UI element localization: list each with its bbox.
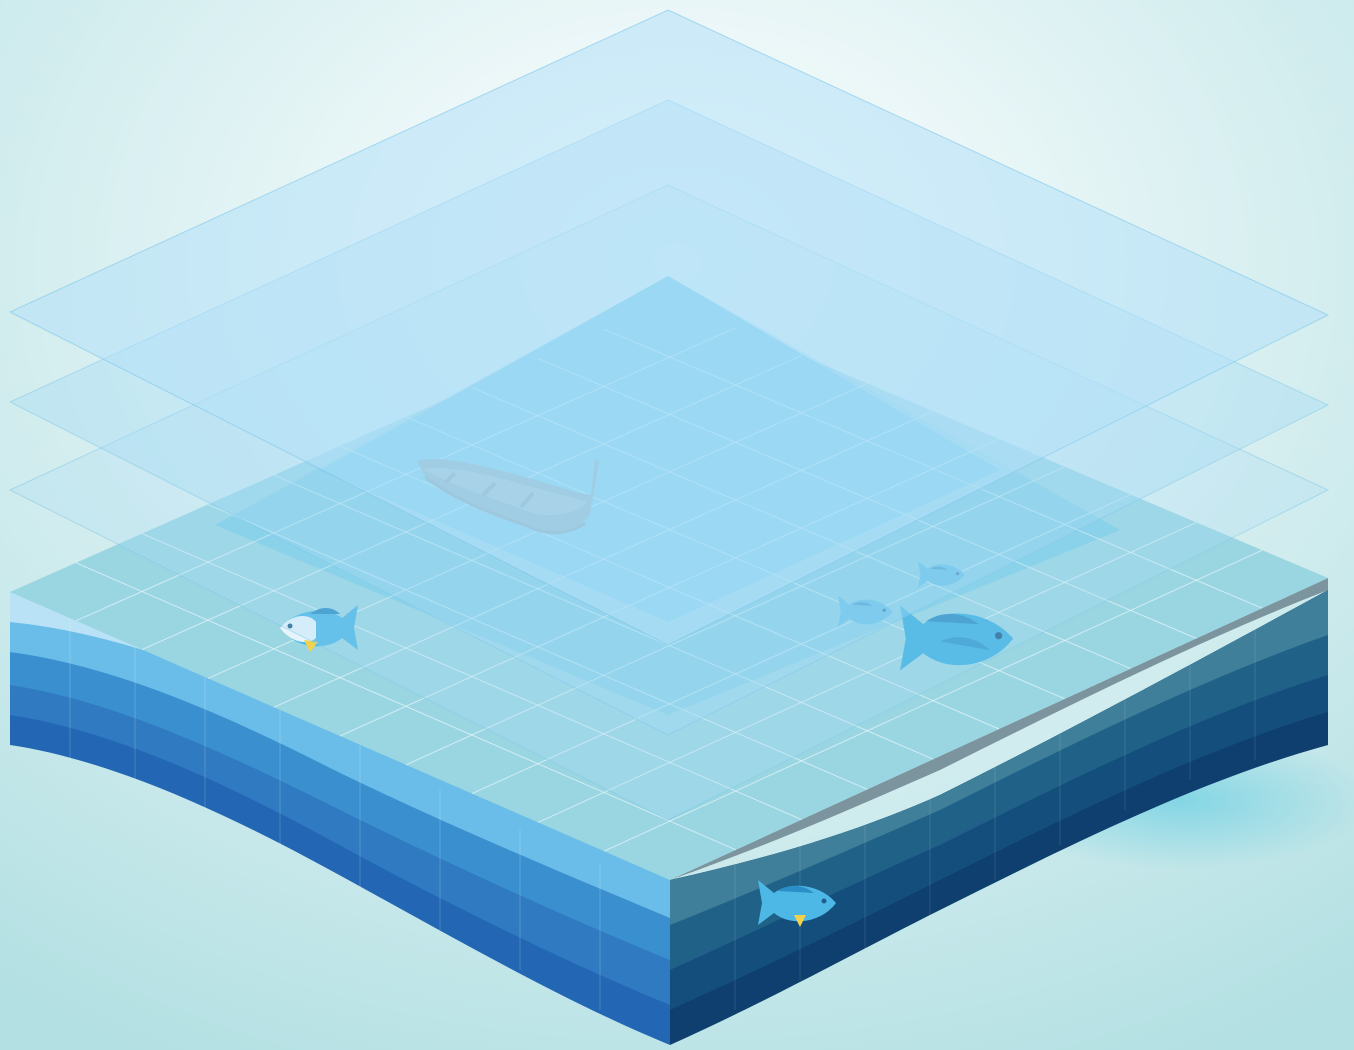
ocean-layers-illustration bbox=[0, 0, 1354, 1050]
